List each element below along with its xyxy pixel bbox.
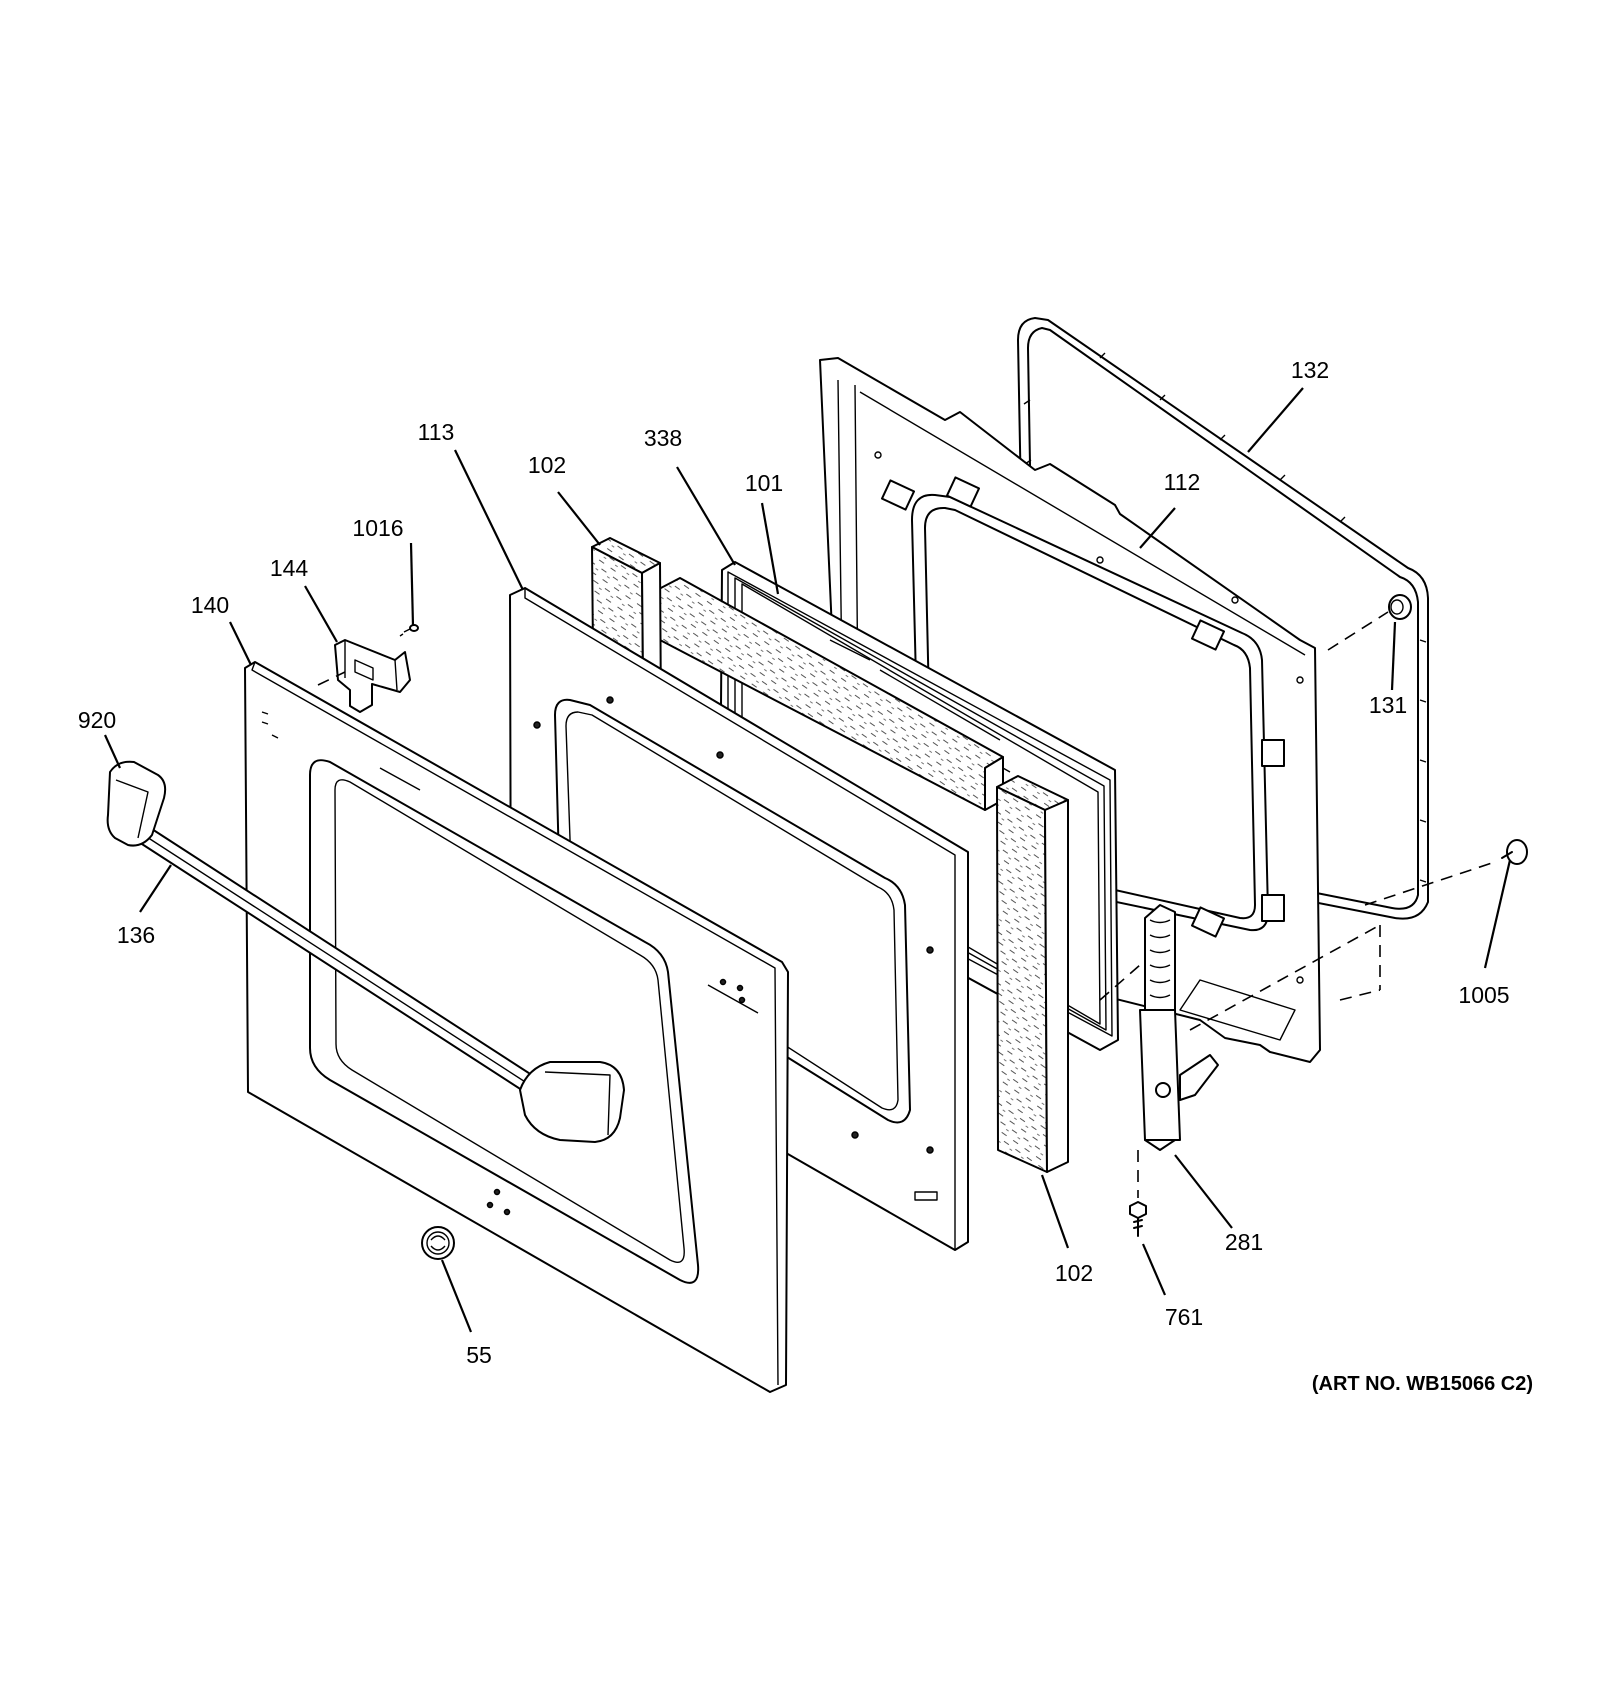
callout-338: 338 [644,425,682,451]
callout-144: 144 [270,555,309,581]
callout-102-top: 102 [528,452,566,478]
callout-920: 920 [78,707,116,733]
insulation-block-102-bottom [996,775,1069,1173]
hinge-281 [1099,904,1381,1151]
door-handle-136 [106,760,556,1106]
bracket-144 [317,639,411,713]
art-number: (ART NO. WB15066 C2) [1312,1373,1533,1395]
screw-1005 [1364,839,1528,906]
plug-131 [1327,594,1412,651]
callout-1005: 1005 [1458,982,1509,1008]
callout-1016: 1016 [352,515,403,541]
callout-132: 132 [1291,357,1329,383]
callout-131: 131 [1369,692,1407,718]
callout-140: 140 [191,592,229,618]
outer-door-panel-140 [244,661,789,1393]
logo-badge-55 [421,1226,455,1260]
callout-112: 112 [1164,469,1201,495]
callout-55: 55 [466,1342,492,1368]
callout-761: 761 [1165,1304,1203,1330]
callout-101: 101 [745,470,783,496]
handle-end-cap-920 [519,1061,625,1143]
screw-761 [1129,1150,1147,1237]
callout-281: 281 [1225,1229,1263,1255]
callout-102-bottom: 102 [1055,1260,1093,1286]
leader-lines [103,387,1512,1333]
callout-136: 136 [117,922,155,948]
callout-113: 113 [418,419,455,445]
callout-labels: 132 112 131 113 338 102 101 1016 144 140… [78,357,1510,1368]
screw-1016 [399,624,419,637]
